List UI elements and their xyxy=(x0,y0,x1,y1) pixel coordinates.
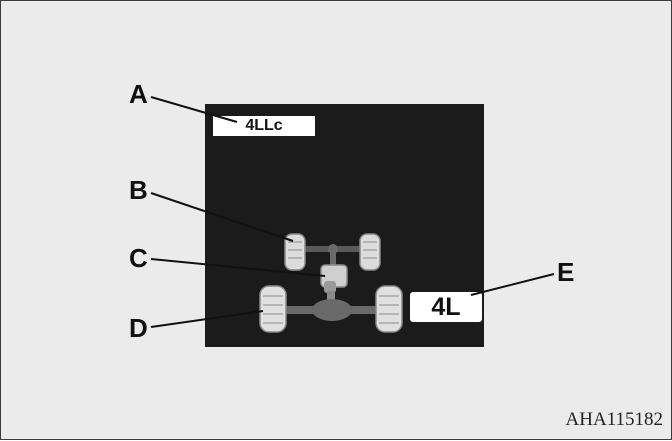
rear-left-wheel xyxy=(259,285,287,333)
callout-label-e: E xyxy=(557,257,575,287)
leader-line-b xyxy=(150,192,294,242)
callout-label-b: B xyxy=(129,175,148,205)
front-propeller-shaft xyxy=(330,247,336,271)
rear-propeller-shaft xyxy=(327,291,335,301)
rear-differential xyxy=(312,299,352,321)
callout-label-d: D xyxy=(129,313,148,343)
callout-label-c: C xyxy=(129,243,148,273)
leader-line-d xyxy=(150,310,264,328)
leader-line-c xyxy=(150,258,326,277)
callout-label-a: A xyxy=(129,79,148,109)
front-right-wheel xyxy=(359,233,381,271)
front-left-wheel xyxy=(284,233,306,271)
figure-code: AHA115182 xyxy=(565,409,663,430)
transfer-range-indicator: 4L xyxy=(410,292,482,322)
leader-line-a xyxy=(150,96,238,123)
drivetrain-icon xyxy=(259,233,403,333)
leader-line-e xyxy=(470,273,555,296)
front-differential xyxy=(328,244,338,254)
rear-right-wheel xyxy=(375,285,403,333)
drive-mode-indicator: 4LLc xyxy=(213,116,315,136)
